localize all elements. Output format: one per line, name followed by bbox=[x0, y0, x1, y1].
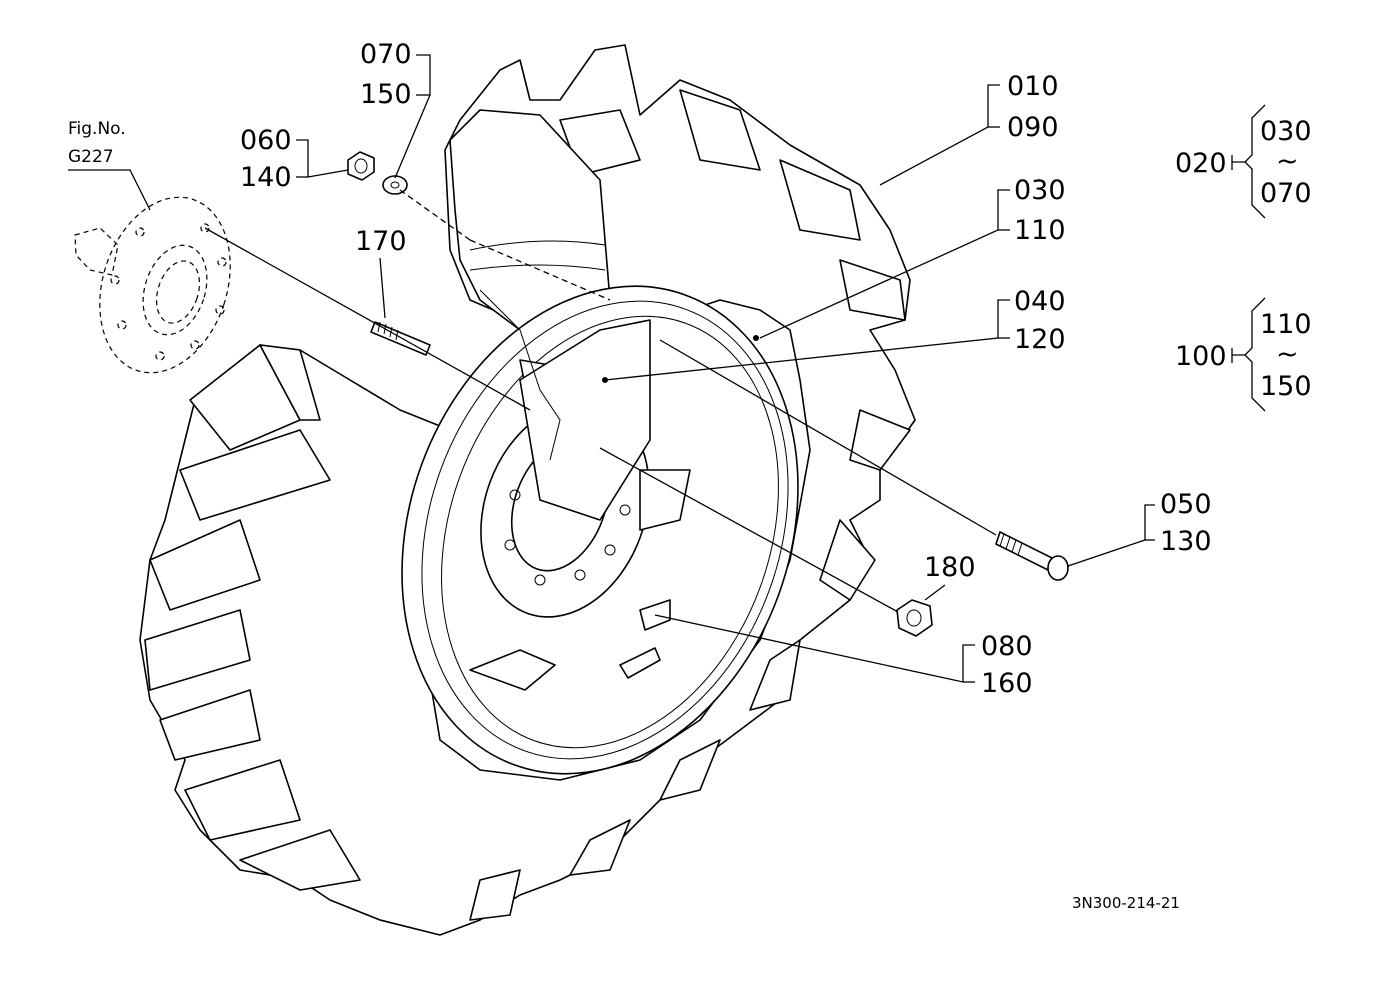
drawing-number: 3N300-214-21 bbox=[1072, 894, 1180, 912]
callout-050: 050 bbox=[1160, 489, 1212, 520]
group-020-from: 030 bbox=[1260, 116, 1312, 147]
group-020-label: 020 bbox=[1175, 148, 1227, 179]
hub-flange bbox=[74, 196, 231, 374]
group-100-to: 150 bbox=[1260, 371, 1312, 402]
callout-120: 120 bbox=[1014, 324, 1066, 355]
callout-110: 110 bbox=[1014, 215, 1066, 246]
leader-lines bbox=[68, 54, 1155, 683]
callout-070: 070 bbox=[360, 39, 412, 70]
nut-180 bbox=[896, 599, 933, 637]
nut-060 bbox=[347, 151, 375, 181]
bolt-050 bbox=[995, 531, 1069, 581]
callout-010: 010 bbox=[1007, 71, 1059, 102]
group-100-tilde: ~ bbox=[1276, 339, 1299, 370]
callout-170: 170 bbox=[355, 226, 407, 257]
callout-040: 040 bbox=[1014, 286, 1066, 317]
group-brackets bbox=[1231, 104, 1266, 412]
callout-130: 130 bbox=[1160, 526, 1212, 557]
callout-080: 080 bbox=[981, 631, 1033, 662]
group-020-to: 070 bbox=[1260, 178, 1312, 209]
group-100-label: 100 bbox=[1175, 341, 1227, 372]
group-100-from: 110 bbox=[1260, 309, 1312, 340]
callout-030: 030 bbox=[1014, 175, 1066, 206]
callout-160: 160 bbox=[981, 668, 1033, 699]
group-020-tilde: ~ bbox=[1276, 146, 1299, 177]
washer-070 bbox=[382, 175, 408, 195]
callout-150: 150 bbox=[360, 79, 412, 110]
fig-ref-line2: G227 bbox=[68, 147, 114, 167]
callout-140: 140 bbox=[240, 162, 292, 193]
callout-060: 060 bbox=[240, 125, 292, 156]
callout-180: 180 bbox=[924, 552, 976, 583]
stud-170 bbox=[370, 321, 431, 356]
fig-ref-line1: Fig.No. bbox=[68, 119, 126, 139]
wheel-disc bbox=[401, 285, 799, 775]
callout-090: 090 bbox=[1007, 112, 1059, 143]
